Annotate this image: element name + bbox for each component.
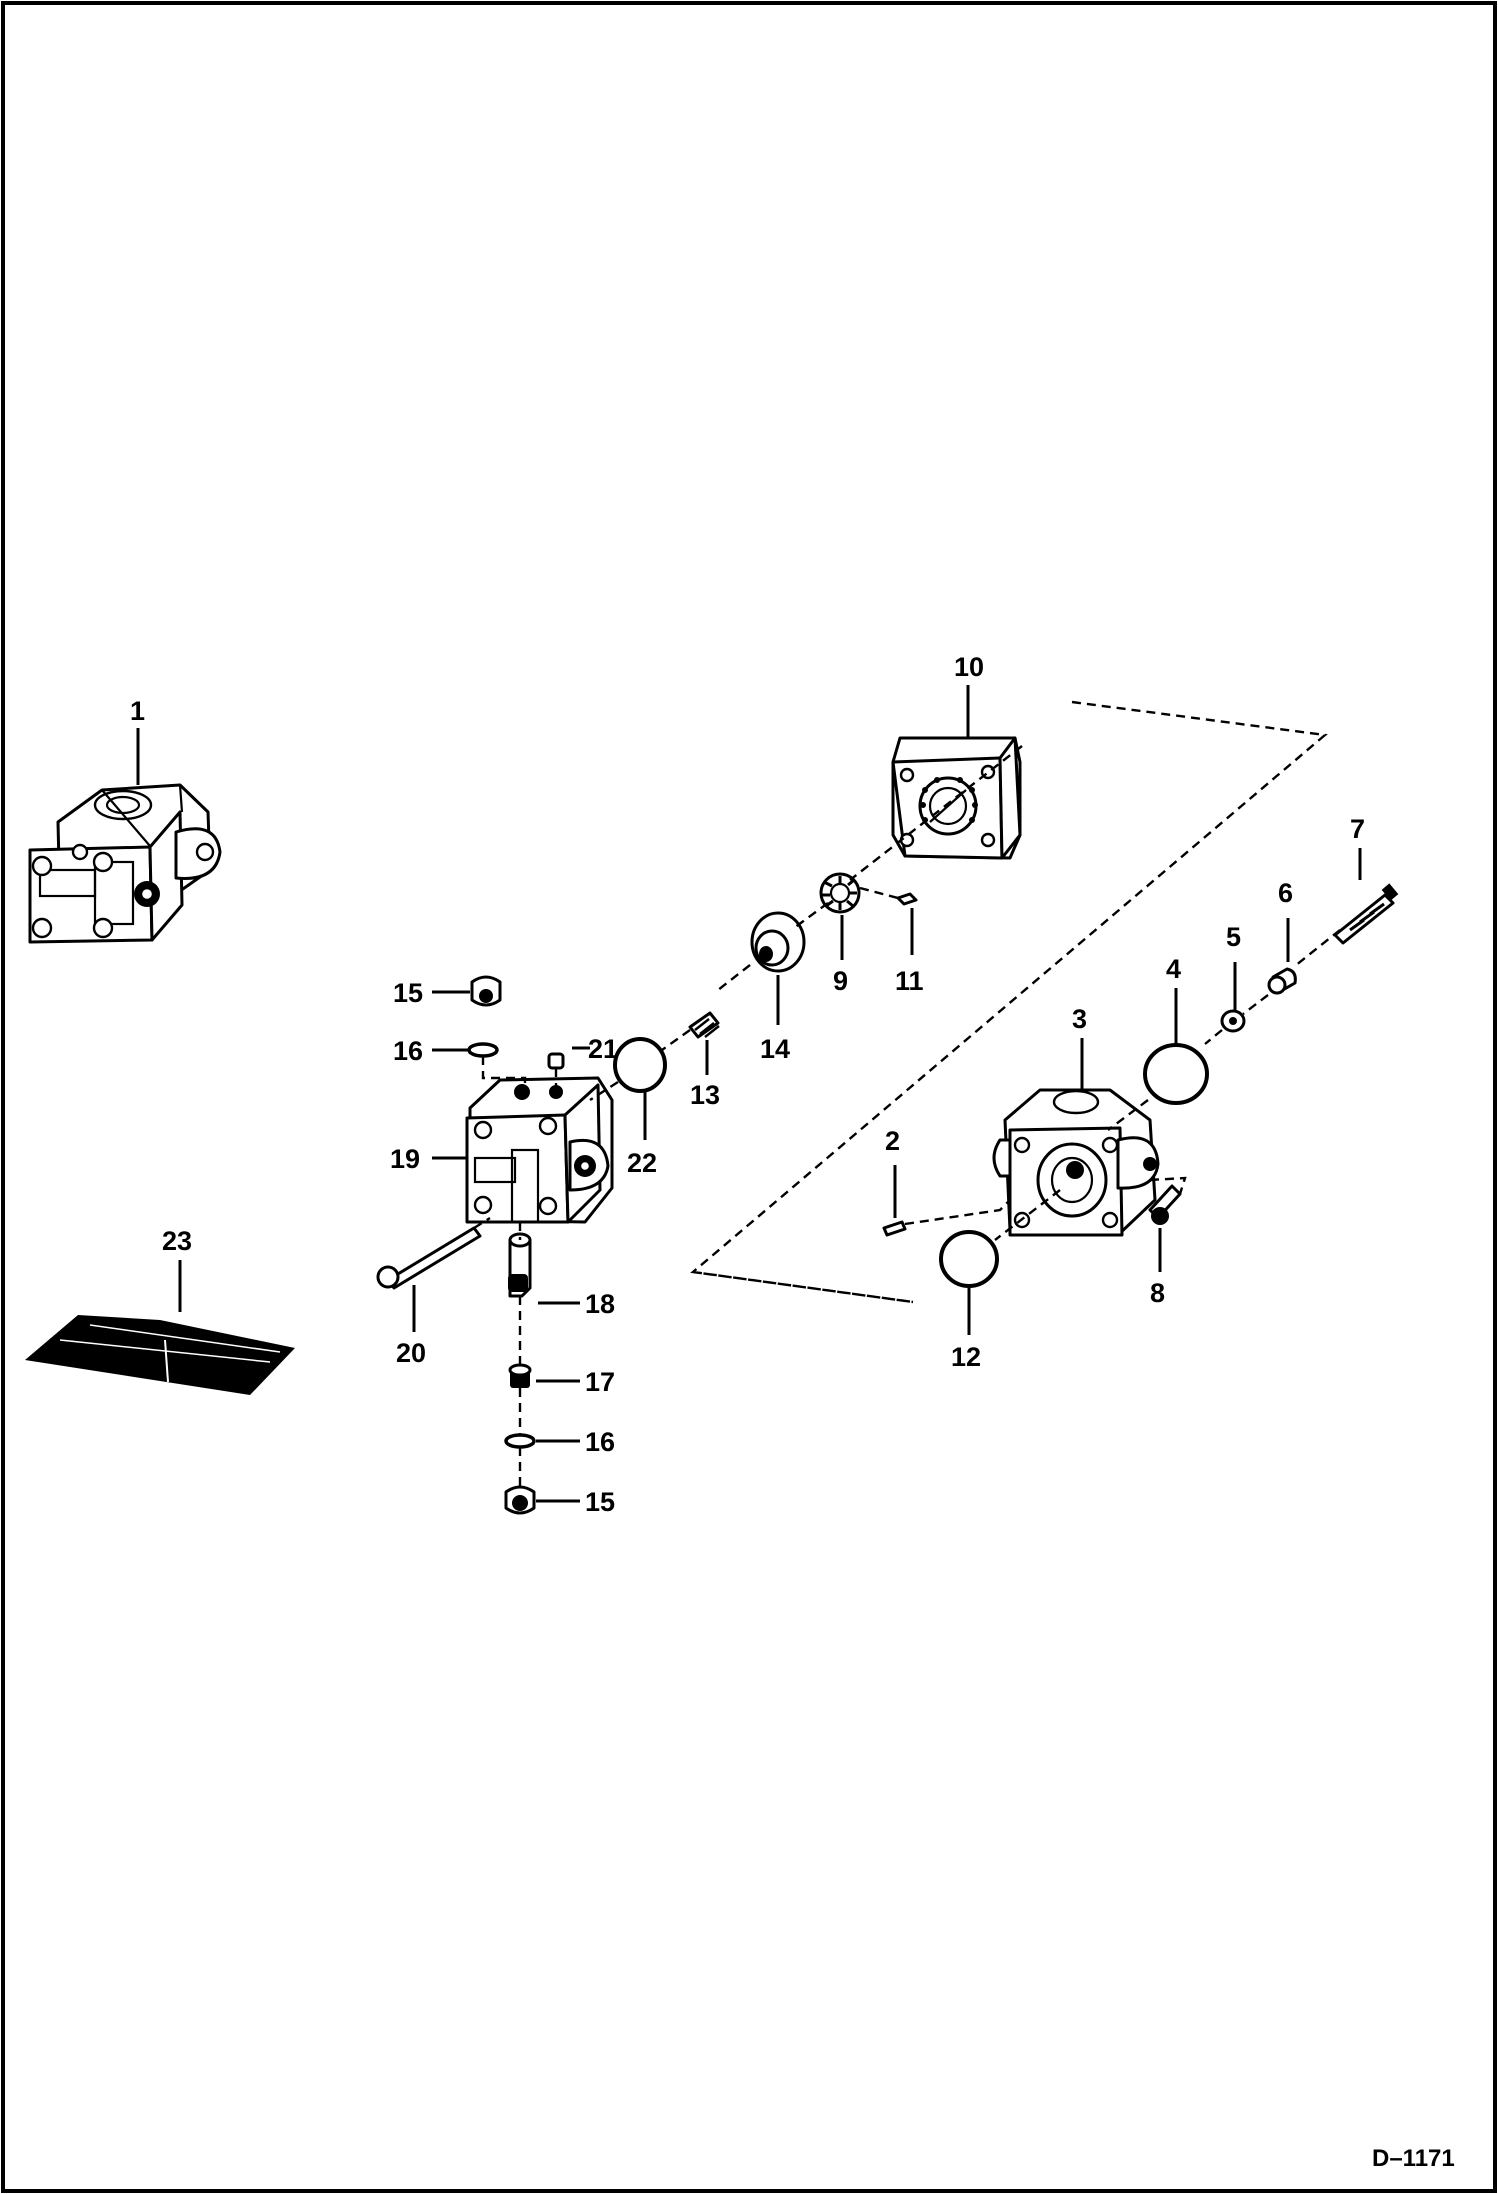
callout-2: 2 bbox=[885, 1126, 900, 1156]
callout-11: 11 bbox=[895, 966, 924, 996]
assembly-centerlines bbox=[473, 745, 1341, 1490]
part-12-o-ring[interactable] bbox=[939, 1230, 999, 1288]
callout-19: 19 bbox=[390, 1144, 420, 1174]
callout-9: 9 bbox=[833, 966, 848, 996]
callout-4: 4 bbox=[1166, 954, 1181, 984]
drawing-code: D–1171 bbox=[1372, 2145, 1455, 2172]
callout-16-upper: 16 bbox=[393, 1036, 423, 1066]
part-17-spring[interactable] bbox=[508, 1363, 532, 1388]
callout-13: 13 bbox=[690, 1080, 720, 1110]
part-21-screw[interactable] bbox=[547, 1052, 565, 1070]
callout-22: 22 bbox=[627, 1148, 657, 1178]
callout-leaders bbox=[136, 685, 1362, 1503]
callout-14: 14 bbox=[760, 1034, 790, 1064]
part-7-fitting[interactable] bbox=[1333, 883, 1399, 945]
part-5-washer[interactable] bbox=[1220, 1009, 1246, 1033]
part-14-gear[interactable] bbox=[750, 911, 806, 973]
assembly-boundary-dashed bbox=[690, 700, 1328, 1304]
callout-5: 5 bbox=[1226, 922, 1241, 952]
callout-20: 20 bbox=[396, 1338, 426, 1368]
callout-12: 12 bbox=[951, 1342, 981, 1372]
part-3-pump-body[interactable] bbox=[992, 1088, 1160, 1237]
callout-15-upper: 15 bbox=[393, 978, 423, 1008]
part-9-bearing[interactable] bbox=[819, 872, 861, 914]
callout-18: 18 bbox=[585, 1289, 615, 1319]
part-11-key[interactable] bbox=[896, 892, 918, 906]
callout-numbers: 1 10 7 6 5 4 3 2 8 12 9 11 14 13 22 15 1… bbox=[130, 652, 1365, 1517]
part-1-pump-assembly[interactable] bbox=[28, 783, 222, 944]
callout-17: 17 bbox=[585, 1367, 615, 1397]
part-18-fitting[interactable] bbox=[508, 1232, 532, 1298]
callout-23: 23 bbox=[162, 1226, 192, 1256]
callout-6: 6 bbox=[1278, 878, 1293, 908]
callout-1: 1 bbox=[130, 696, 145, 726]
part-19-valve-body[interactable] bbox=[465, 1076, 614, 1224]
part-16-lower-o-ring[interactable] bbox=[504, 1433, 536, 1449]
callout-8: 8 bbox=[1150, 1278, 1165, 1308]
callout-16-lower: 16 bbox=[585, 1427, 615, 1457]
part-15-lower-plug[interactable] bbox=[504, 1485, 536, 1515]
part-6-plug[interactable] bbox=[1267, 967, 1297, 995]
callout-21: 21 bbox=[588, 1034, 618, 1064]
part-20-bolt[interactable] bbox=[376, 1226, 482, 1290]
part-16-upper-o-ring[interactable] bbox=[467, 1042, 499, 1058]
part-13-spring[interactable] bbox=[688, 1011, 720, 1039]
part-15-upper-plug[interactable] bbox=[470, 975, 502, 1007]
callout-3: 3 bbox=[1072, 1004, 1087, 1034]
part-22-o-ring[interactable] bbox=[613, 1037, 667, 1093]
part-2-pin[interactable] bbox=[882, 1220, 907, 1237]
part-4-o-ring[interactable] bbox=[1143, 1043, 1209, 1105]
callout-7: 7 bbox=[1350, 814, 1365, 844]
callout-15-lower: 15 bbox=[585, 1487, 615, 1517]
callout-10: 10 bbox=[954, 652, 984, 682]
part-23-gasket-sheet[interactable] bbox=[25, 1315, 295, 1395]
